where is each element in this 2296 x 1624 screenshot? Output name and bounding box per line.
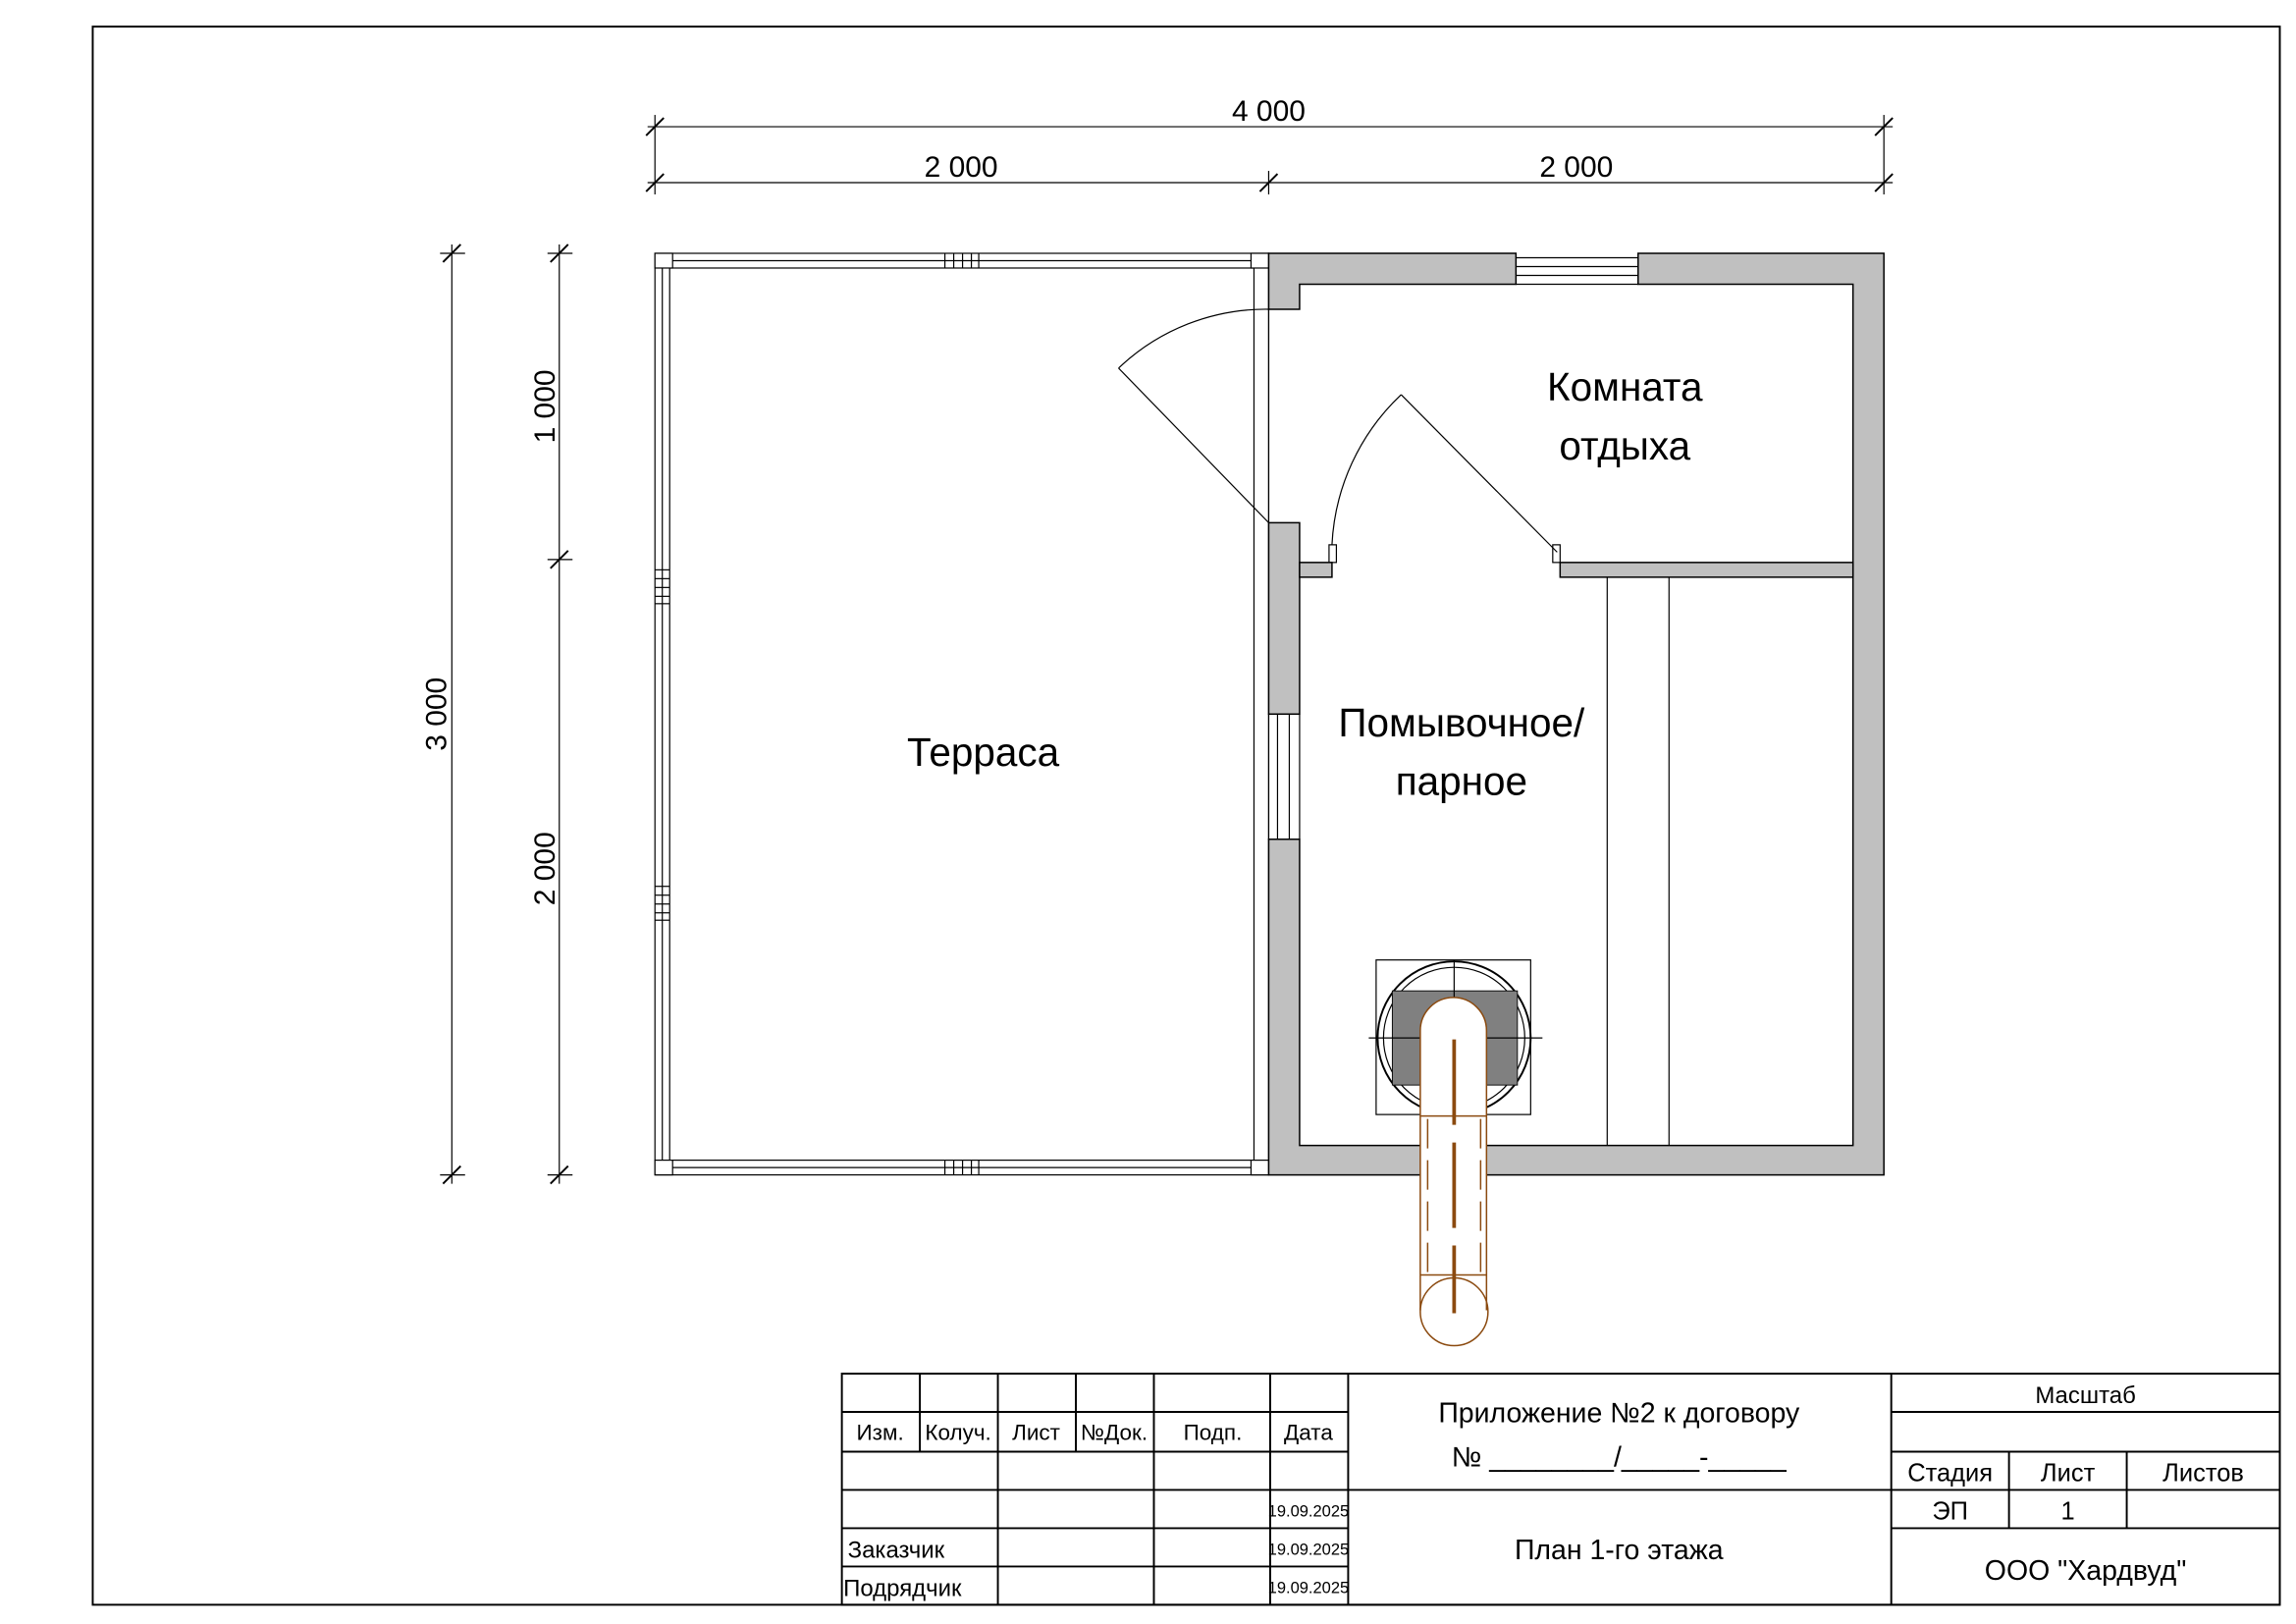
- terrace-door: [1118, 308, 1270, 523]
- header-izm: Изм.: [857, 1420, 904, 1444]
- dim-overall-width: 4 000: [1232, 95, 1306, 128]
- header-koluch: Колуч.: [925, 1420, 990, 1444]
- room-label-wash-2: парное: [1396, 759, 1527, 804]
- title-block: [840, 1373, 2281, 1606]
- sheet-title: План 1-го этажа: [1515, 1535, 1724, 1566]
- date-2: 19.09.2025: [1268, 1541, 1350, 1558]
- dim-right-width: 2 000: [1539, 151, 1613, 184]
- dim-depth-bottom: 2 000: [529, 832, 561, 905]
- inner-door: [1328, 394, 1561, 564]
- chimney-icon: [1419, 997, 1489, 1347]
- room-label-rest-2: отдыха: [1559, 423, 1690, 468]
- bench: [1606, 576, 1670, 1146]
- room-label-wash: Помывочное/: [1338, 700, 1585, 745]
- sheet-value: 1: [2061, 1497, 2075, 1525]
- contractor-label: Подрядчик: [843, 1575, 962, 1601]
- dim-left-width: 2 000: [925, 151, 998, 184]
- header-list: Лист: [1012, 1420, 1060, 1444]
- dim-overall-depth: 3 000: [420, 677, 453, 751]
- terrace-railing: [654, 252, 1270, 1176]
- sheet-label: Лист: [2041, 1459, 2096, 1487]
- customer-label: Заказчик: [848, 1537, 945, 1563]
- window-top: [1516, 256, 1638, 286]
- sheets-label: Листов: [2163, 1459, 2244, 1487]
- stage-label: Стадия: [1907, 1459, 1993, 1487]
- company-name: ООО "Хардвуд": [1985, 1555, 2187, 1587]
- header-date: Дата: [1284, 1420, 1333, 1444]
- dim-depth-top: 1 000: [529, 369, 561, 443]
- window-side: [1267, 713, 1301, 840]
- stage-value: ЭП: [1932, 1497, 1968, 1525]
- scale-label: Масштаб: [2035, 1382, 2136, 1409]
- dimension-lines: [440, 115, 1894, 1185]
- date-3: 19.09.2025: [1268, 1579, 1350, 1597]
- walls: [1267, 252, 1885, 1176]
- header-ndok: №Док.: [1081, 1420, 1148, 1444]
- room-label-terrace: Терраса: [907, 730, 1060, 775]
- document-number: № ________/_____-_____: [1452, 1441, 1788, 1473]
- date-1: 19.09.2025: [1268, 1502, 1350, 1520]
- document-title: Приложение №2 к договору: [1438, 1397, 1800, 1429]
- header-podp: Подп.: [1184, 1420, 1243, 1444]
- room-label-rest: Комната: [1547, 364, 1703, 409]
